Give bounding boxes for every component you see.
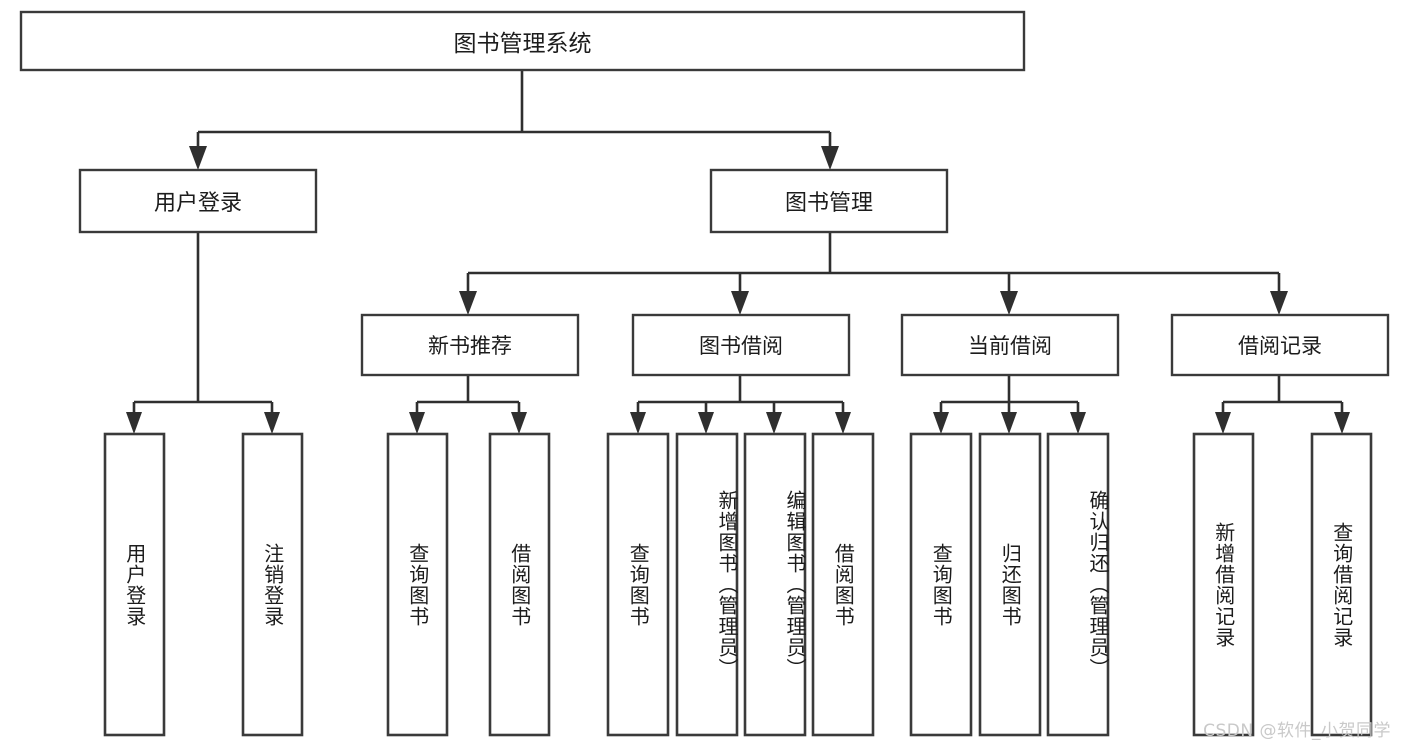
node-login[interactable] — [78, 168, 318, 234]
arrowhead-nbr-leaf-1 — [511, 412, 527, 434]
leaf-book-borrow-1[interactable] — [675, 432, 739, 737]
leaf-current-borrow-2[interactable] — [1046, 432, 1110, 737]
arrowhead-cb-leaf-0 — [933, 412, 949, 434]
arrowhead-cb-leaf-1 — [1001, 412, 1017, 434]
node-current-borrow[interactable] — [900, 313, 1120, 377]
leaf-book-borrow-2[interactable] — [743, 432, 807, 737]
leaf-login-0[interactable] — [103, 432, 166, 737]
arrowhead-cb-leaf-2 — [1070, 412, 1086, 434]
arrowhead-login-leaf-0 — [126, 412, 142, 434]
leaf-book-borrow-0[interactable] — [606, 432, 670, 737]
arrowhead-login — [189, 146, 207, 170]
arrowhead-nbr-leaf-0 — [409, 412, 425, 434]
node-borrow-record[interactable] — [1170, 313, 1390, 377]
arrowhead-bb-leaf-3 — [835, 412, 851, 434]
node-root[interactable] — [19, 10, 1026, 72]
connector-layer — [126, 71, 1350, 434]
arrowhead-current-borrow — [1000, 291, 1018, 315]
leaf-borrow-record-1[interactable] — [1310, 432, 1373, 737]
arrowhead-bb-leaf-1 — [698, 412, 714, 434]
arrowhead-login-leaf-1 — [264, 412, 280, 434]
leaf-new-book-rec-0[interactable] — [386, 432, 449, 737]
leaf-login-1[interactable] — [241, 432, 304, 737]
arrowhead-book-borrow — [731, 291, 749, 315]
arrowhead-br-leaf-0 — [1215, 412, 1231, 434]
arrowhead-new-book-rec — [459, 291, 477, 315]
node-book-mgmt[interactable] — [709, 168, 949, 234]
leaf-book-borrow-3[interactable] — [811, 432, 875, 737]
node-book-borrow[interactable] — [631, 313, 851, 377]
arrowhead-bb-leaf-0 — [630, 412, 646, 434]
arrowhead-borrow-record — [1270, 291, 1288, 315]
leaf-new-book-rec-1[interactable] — [488, 432, 551, 737]
leaf-current-borrow-1[interactable] — [978, 432, 1042, 737]
arrowhead-book-mgmt — [821, 146, 839, 170]
node-new-book-rec[interactable] — [360, 313, 580, 377]
node-layer — [19, 10, 1390, 737]
arrowhead-bb-leaf-2 — [766, 412, 782, 434]
leaf-current-borrow-0[interactable] — [909, 432, 973, 737]
leaf-borrow-record-0[interactable] — [1192, 432, 1255, 737]
arrowhead-br-leaf-1 — [1334, 412, 1350, 434]
